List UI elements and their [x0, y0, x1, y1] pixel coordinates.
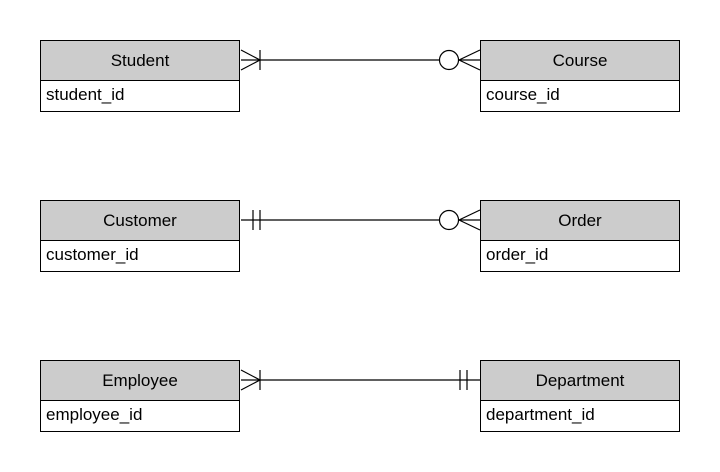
relationship-student-course [240, 49, 481, 71]
entity-student[interactable]: Student student_id [40, 40, 240, 112]
crowfoot-exactly-one-icon [459, 370, 468, 390]
entity-employee[interactable]: Employee employee_id [40, 360, 240, 432]
entity-title: Student [41, 41, 239, 81]
entity-attribute: department_id [486, 405, 595, 424]
entity-course[interactable]: Course course_id [480, 40, 680, 112]
entity-attribute: order_id [486, 245, 549, 264]
crowfoot-zero-or-many-icon [438, 209, 481, 231]
crowfoot-one-or-many-icon [240, 49, 261, 71]
entity-title: Customer [41, 201, 239, 241]
entity-customer[interactable]: Customer customer_id [40, 200, 240, 272]
entity-department[interactable]: Department department_id [480, 360, 680, 432]
entity-title: Course [481, 41, 679, 81]
entity-attribute: course_id [486, 85, 560, 104]
entity-order[interactable]: Order order_id [480, 200, 680, 272]
relationship-employee-department [240, 369, 480, 391]
entity-attribute: employee_id [46, 405, 143, 424]
entity-title: Department [481, 361, 679, 401]
crowfoot-exactly-one-icon [252, 210, 261, 230]
entity-attribute: customer_id [46, 245, 139, 264]
entity-attribute: student_id [46, 85, 125, 104]
crowfoot-one-or-many-icon [240, 369, 261, 391]
crowfoot-zero-or-many-icon [438, 49, 481, 71]
relationship-customer-order [241, 209, 481, 231]
entity-title: Order [481, 201, 679, 241]
entity-title: Employee [41, 361, 239, 401]
